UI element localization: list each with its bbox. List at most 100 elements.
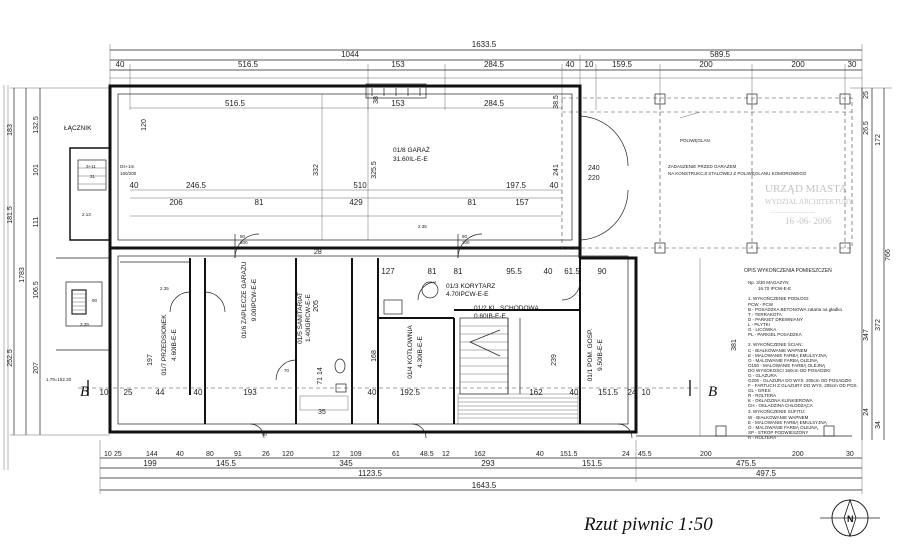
garage-gate [579,115,629,241]
dim-right: 172 [875,134,882,146]
inner-dim: 81 [428,267,437,276]
ds-label: Ds+1m [120,164,135,169]
dim-left: 111 [33,217,40,228]
approval-stamp: URZĄD MIASTA WYDZIAŁ ARCHITEKTURY ......… [765,183,853,226]
ds-size: 160/200 [120,171,137,176]
canopy-note-2: NA KONSTRUKCJI STALOWEJ Z POLIWĘGLANU KO… [668,171,807,176]
garage-details [130,83,562,240]
dim-bottom: 40 [536,451,544,458]
room-area: 4.70IPCW-E-E [446,291,489,298]
inner-dim: 38.5 [553,95,560,109]
dim-168: 168 [371,350,378,362]
inner-dim: 10 [100,388,109,397]
legend-line: R - ROLTERA [748,435,776,440]
room-area: 1.40IGRCW-E-E [305,293,312,342]
room-kotlownia: 01/4 KOTŁOWNIA 4.30IB-E-E [407,325,424,379]
level-2-35b: 2.35 [160,286,169,291]
inner-dim: 25 [124,388,133,397]
dim-bottom: 30 [846,451,854,458]
room-area: 9.00IPCW-E-E [251,278,258,321]
dim-bottom: 48.5 [420,451,434,458]
inner-dim: 40 [570,388,579,397]
dim-bottom: 293 [481,459,495,468]
dim-right: 24 [863,408,870,416]
stamp-line: URZĄD MIASTA [765,183,847,195]
legend-line: DO WYSOKOŚCI 160cm OD POSADZKI [748,366,831,373]
dim-239: 239 [551,354,558,366]
legend-line: F - FARTUCH Z GLAZURY DO WYS. 205cm OD P… [748,383,858,388]
legend-line: D - PARKIET DREWNIANY [748,317,803,322]
inner-dim: 284.5 [484,99,505,108]
dim-top-row3-item: 200 [699,60,713,69]
basement-walls [120,258,581,424]
level-value: 1.79=152.30 [46,377,72,382]
legend-line: SP - STROP PODWIESZONY [748,430,808,435]
connector-pl2: 31 [90,174,96,179]
legend-example: Np. 3/30 MAGAZYN [748,280,789,285]
inner-dim-row-d: 127 81 81 95.5 40 61.5 90 [381,267,607,276]
dim-35: 35 [318,409,326,416]
inner-dim: 44 [156,388,165,397]
dim-bottom: 40 [176,451,184,458]
north-arrow-icon: N [820,498,880,538]
level-3-39: 3.39 [80,322,89,327]
room-area: 4.60IB-E-E [171,328,178,360]
dim-top-row3-item: 153 [391,60,405,69]
legend-line: B - POSADZKA BETONOWA zatarta na gładko [748,307,843,312]
door-dim-80: 80 [240,234,246,239]
dim-top-row3-item: 10 [585,60,594,69]
dim-bottom: 200 [700,451,712,458]
stamp-line: 16 -06- 2006 [785,216,832,226]
legend-title: OPIS WYKOŃCZENIA POMIESZCZEŃ [744,267,832,274]
bottom-dimension-lines [99,440,863,494]
room-id-name: 01/7 PRZEDSIONEK [161,314,168,376]
dim-left: 106.5 [33,281,40,299]
dim-bottom-row1: 10 25 144 40 80 91 26 120 12 109 61 48.5… [104,451,854,458]
room-sanitariat: 01/5 SANITARIAT 1.40IGRCW-E-E [297,292,312,344]
dim-bottom-row3-b: 497.5 [756,469,777,478]
dim-bottom: 25 [114,451,122,458]
dim-bottom: 345 [339,459,353,468]
canopy [561,93,853,254]
outer-walls [108,84,638,434]
legend-line: O - MALOWANIE FARBĄ OLEJNĄ [748,425,819,430]
dim-top-row3-item: 200 [791,60,805,69]
dim-right: 347 [863,329,870,341]
dim-top-row3-item: 284.5 [484,60,505,69]
basement-doors [169,233,633,439]
legend-line: G - GLAZURA [748,373,777,378]
room-area: 4.30IB-E-E [417,335,424,367]
legend-section: 1. WYKOŃCZENIE PODŁOGI: [748,295,810,301]
room-pom-gosp: 01/1 POM. GOSP. 9.50IB-E-E [587,328,604,381]
dim-bottom: 12 [442,451,450,458]
inner-dim-row-e: 10 25 44 40 193 40 192.5 162 40 151.5 24… [100,388,651,397]
right-dimension-lines [850,87,892,440]
dim-bottom: 24 [622,451,630,458]
inner-dim: 157 [515,198,529,207]
dim-205: 205 [313,300,320,312]
dim-bottom-overall: 1643.5 [472,481,497,490]
level-2-13: 2.13 [82,212,91,217]
room-garaz-id: 01/8 GARAŻ [393,145,430,154]
inner-dim: 516.5 [225,99,246,108]
inner-dim: 38 [373,96,380,104]
dim-right: 34 [875,421,882,429]
dim-right: 25 [863,91,870,99]
inner-dim: 246.5 [186,181,207,190]
binding-marks [3,85,9,470]
room-klatka: 01/2 KL. SCHODOWA 0.60IB-E-E [474,305,539,320]
dim-left: 132.5 [33,116,40,134]
legend-line: CH - OKŁADZINA CHŁODZĄCA [748,403,813,408]
dim-bottom: 26 [262,451,270,458]
room-id-name: 01/2 KL. SCHODOWA [474,305,539,312]
legend-line: W - BIAŁKOWANIE WAPNEM [748,415,809,420]
dim-left: 252.5 [7,349,14,367]
left-dimension-lines [10,87,110,436]
legend-line: G205 - GLAZURA DO WYS. 205cm OD POSADZKI [748,378,852,383]
dim-right: 372 [875,319,882,331]
level-90: 90 [92,298,98,303]
dim-left: 101 [33,164,40,176]
inner-dim: 40 [368,388,377,397]
inner-dim: 510 [353,181,367,190]
dim-bottom: 162 [474,451,486,458]
